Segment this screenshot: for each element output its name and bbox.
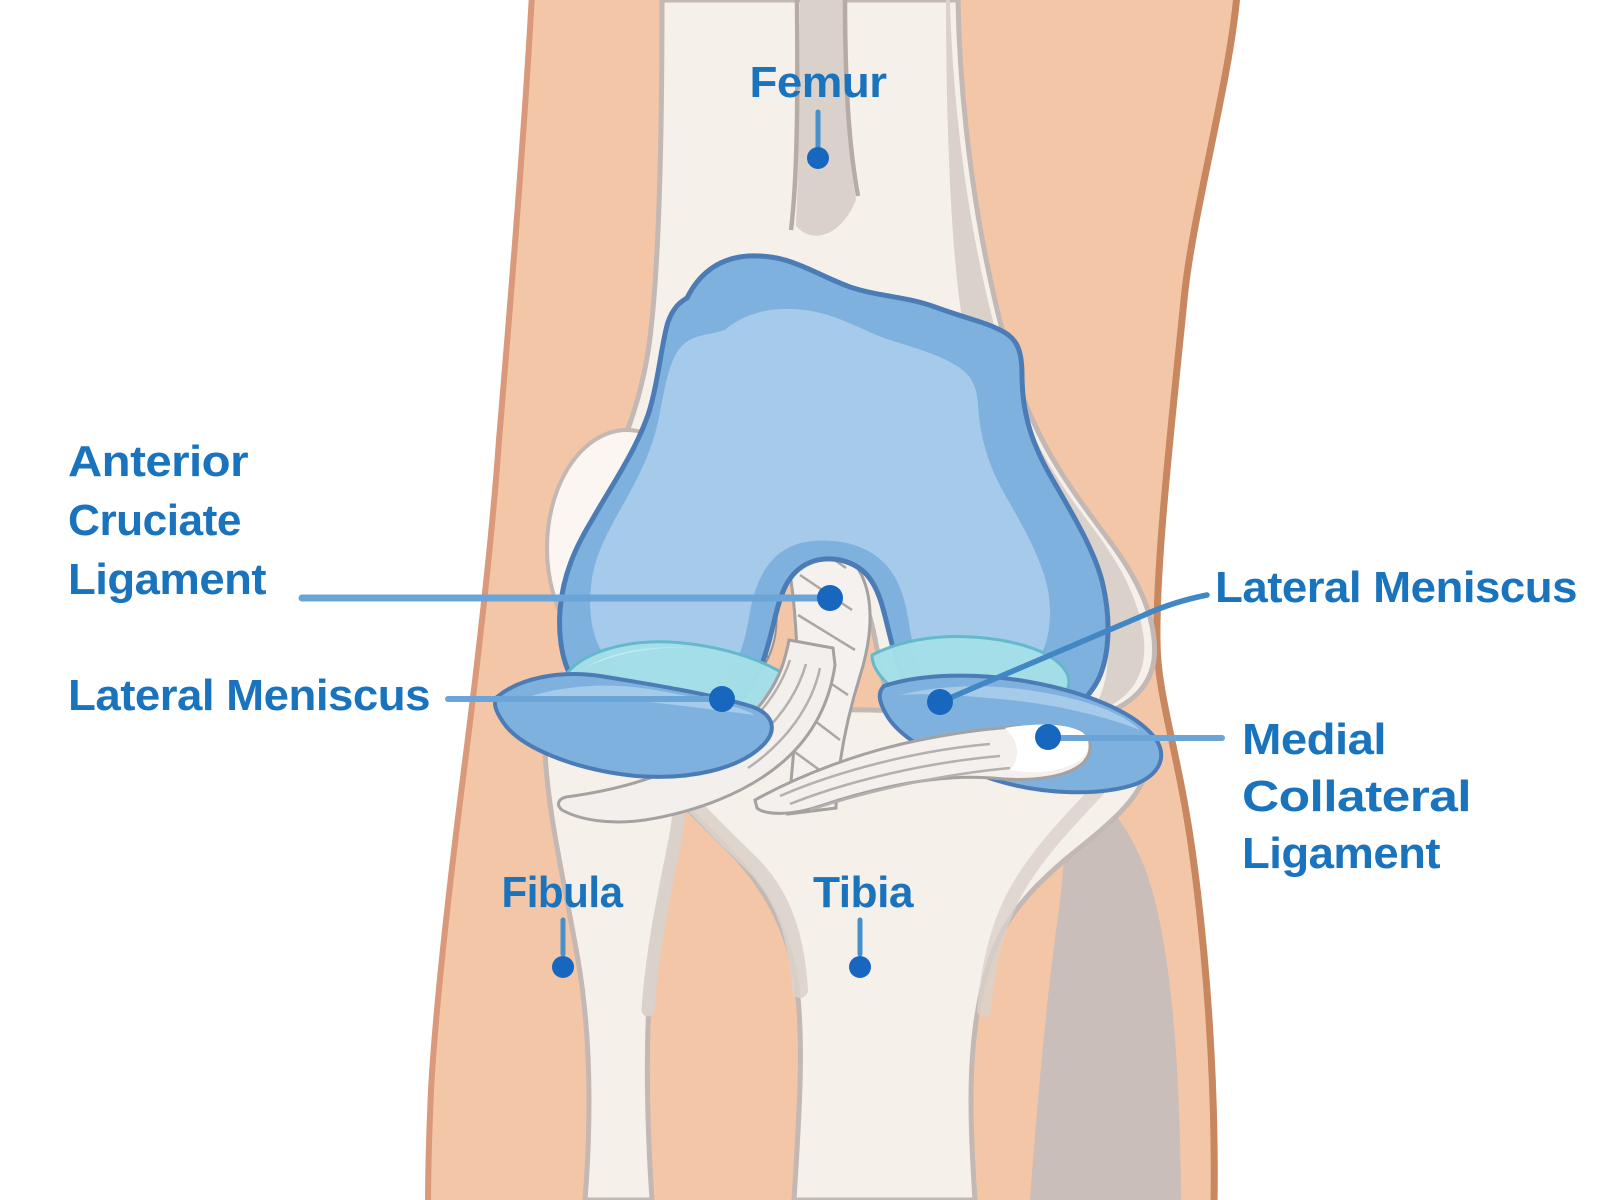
- dot-tibia: [849, 956, 871, 978]
- label-lateral-meniscus-left: Lateral Meniscus: [68, 671, 430, 720]
- femur-right-shadow: [946, 0, 1145, 714]
- labels: Femur Anterior Cruciate Ligament Lateral…: [68, 58, 1578, 917]
- svg-text:Medial: Medial: [1242, 715, 1386, 764]
- tibia-right-shadow: [977, 783, 1105, 1017]
- meniscus-rim-right-highlight: [900, 686, 1140, 730]
- dot-lateral-meniscus-left: [709, 686, 735, 712]
- label-lateral-meniscus-right: Lateral Meniscus: [1215, 563, 1577, 612]
- femur-groove-line-left: [788, 0, 800, 231]
- label-fibula: Fibula: [502, 868, 624, 917]
- dot-fibula: [552, 956, 574, 978]
- dot-femur: [807, 147, 829, 169]
- label-femur: Femur: [750, 58, 887, 107]
- femur-groove-line-right: [842, 0, 861, 197]
- transverse-band-stripes: [779, 742, 1011, 812]
- leader-lateral-meniscus-right: [942, 592, 1210, 703]
- leader-dots: [552, 147, 1061, 978]
- dot-acl: [817, 585, 843, 611]
- svg-text:Ligament: Ligament: [1242, 829, 1441, 878]
- label-medial-collateral-ligament: Medial Collateral Ligament: [1242, 715, 1472, 878]
- label-tibia: Tibia: [813, 868, 914, 917]
- femur-groove-shadow: [796, 0, 856, 236]
- dot-lateral-meniscus-right: [927, 689, 953, 715]
- svg-text:Collateral: Collateral: [1242, 772, 1471, 821]
- svg-text:Ligament: Ligament: [68, 555, 267, 604]
- skin-left-edge: [425, 0, 535, 1200]
- acl-fan: [557, 638, 837, 824]
- svg-text:Anterior: Anterior: [68, 437, 248, 486]
- skin-right-edge: [1153, 0, 1240, 1200]
- knee-shadow-right: [1030, 765, 1181, 1200]
- leader-lines: [298, 109, 1225, 957]
- label-anterior-cruciate-ligament: Anterior Cruciate Ligament: [68, 437, 267, 604]
- svg-text:Cruciate: Cruciate: [68, 496, 241, 545]
- dot-mcl: [1035, 724, 1061, 750]
